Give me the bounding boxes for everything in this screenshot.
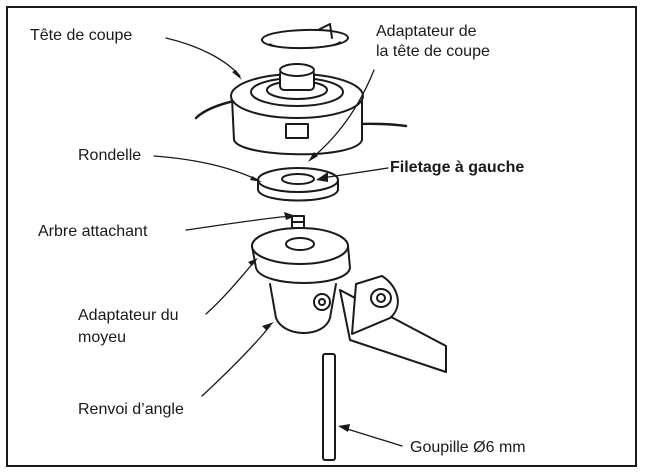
arrowhead	[338, 424, 350, 432]
label-gearbox: Renvoi d’angle	[78, 401, 184, 418]
leader-shaft	[185, 215, 293, 231]
leader-pin	[343, 427, 403, 447]
hub-adapter-shape	[251, 227, 351, 334]
leader-head-adapter	[311, 69, 375, 159]
label-head-adapter-line2: la tête de coupe	[376, 43, 490, 60]
leader-left-thread	[321, 167, 389, 179]
label-shaft: Arbre attachant	[38, 223, 148, 240]
lock-pin-shape	[322, 353, 336, 461]
label-cutting-head: Tête de coupe	[30, 27, 133, 44]
arrowhead	[284, 212, 296, 220]
drive-tube-shape	[339, 275, 447, 373]
label-pin: Goupille Ø6 mm	[410, 439, 526, 456]
arrowhead	[316, 172, 328, 182]
label-washer: Rondelle	[78, 147, 142, 164]
arrowhead	[250, 176, 262, 182]
leader-hub-adapter	[205, 261, 255, 315]
label-hub-adapter-line2: moyeu	[78, 329, 127, 346]
rotation-arrow-icon	[261, 23, 349, 50]
cutting-head-shape	[230, 63, 364, 156]
arrowhead	[308, 152, 318, 162]
washer-shape	[257, 167, 339, 202]
arrowhead	[248, 258, 258, 266]
label-head-adapter-line1: Adaptateur de	[376, 23, 477, 40]
label-left-thread: Filetage à gauche	[390, 159, 525, 176]
arrowhead	[232, 70, 242, 80]
leader-washer	[153, 155, 259, 181]
leader-gearbox	[201, 325, 271, 397]
leader-cutting-head	[165, 37, 241, 77]
arrowhead	[262, 322, 274, 330]
label-hub-adapter-line1: Adaptateur du	[78, 307, 179, 324]
